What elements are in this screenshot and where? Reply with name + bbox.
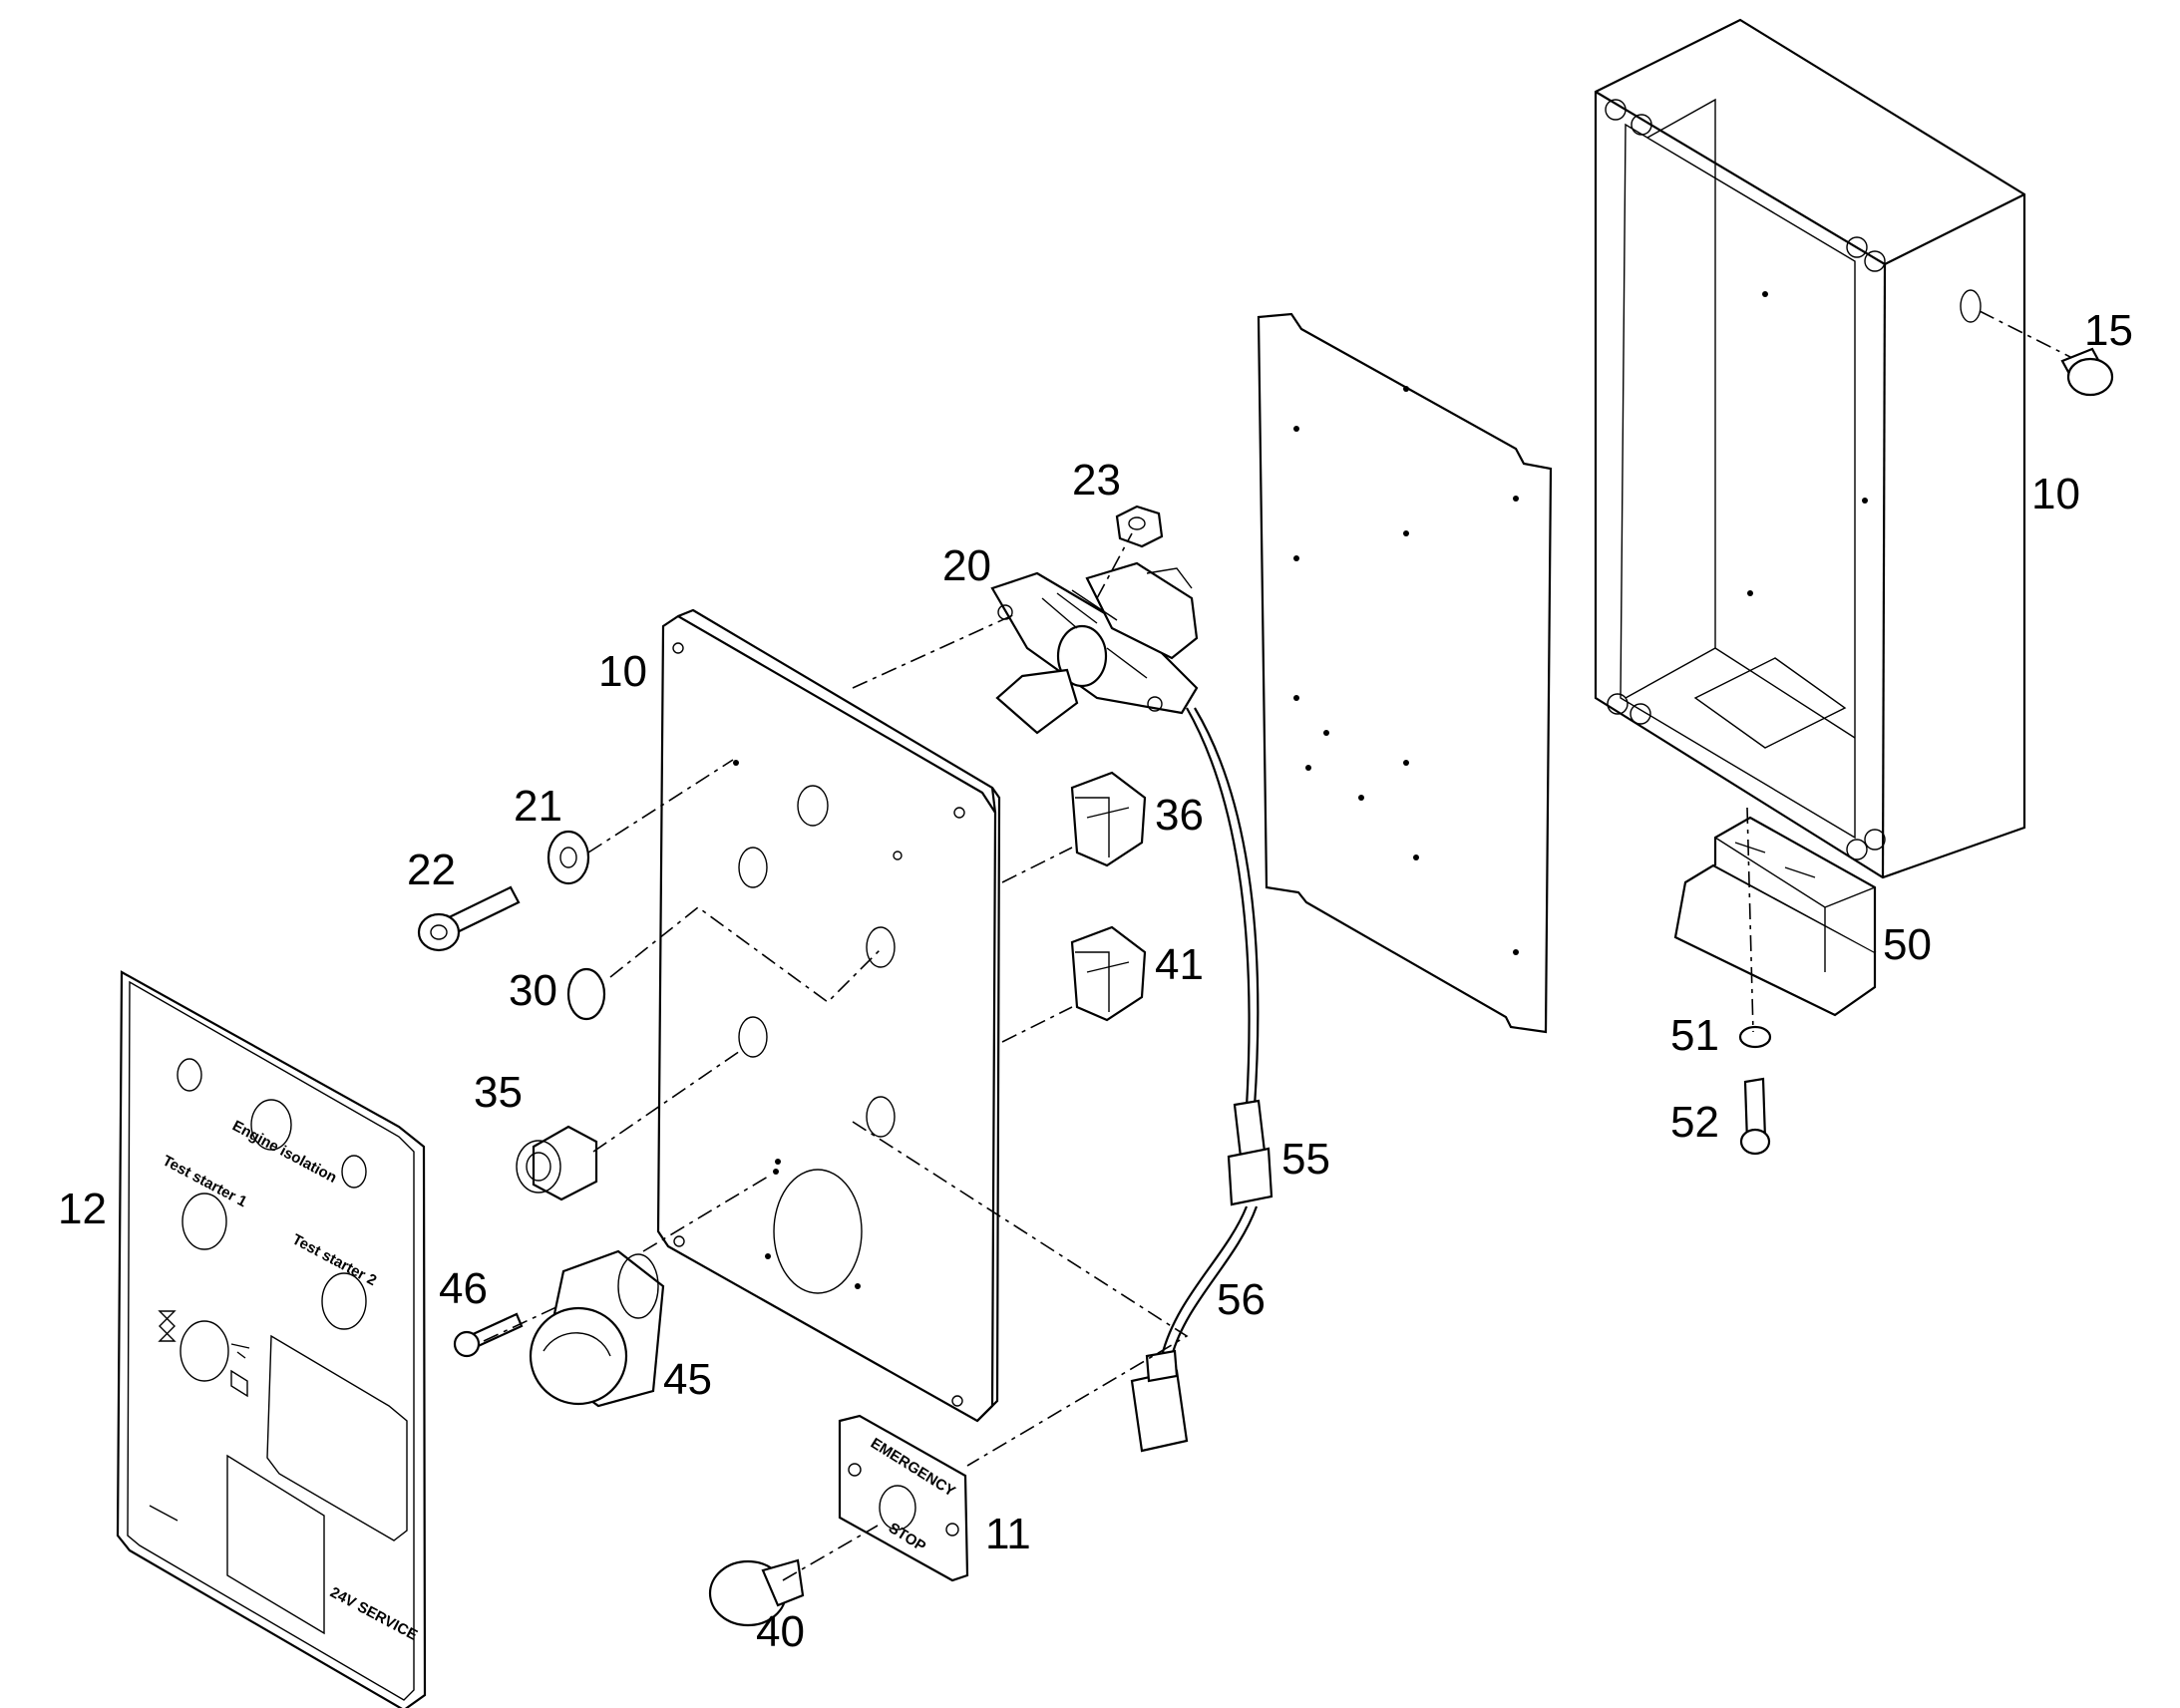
screw-46	[453, 1312, 524, 1358]
callout-51: 51	[1670, 1011, 1719, 1060]
callout-10-enclosure: 10	[2031, 470, 2080, 518]
front-panel	[656, 608, 1001, 1423]
push-button-40	[708, 1558, 805, 1627]
callout-36: 36	[1155, 791, 1204, 840]
socket-45	[529, 1249, 665, 1408]
assembly-lines	[483, 532, 1754, 1581]
callout-50: 50	[1883, 920, 1932, 969]
emergency-stop-plate: EMERGENCY STOP	[838, 1414, 969, 1582]
callout-15: 15	[2084, 306, 2133, 355]
relay-41	[1070, 925, 1147, 1022]
callout-35: 35	[474, 1068, 523, 1117]
callout-40: 40	[756, 1607, 805, 1656]
callout-20: 20	[942, 541, 991, 590]
callout-56: 56	[1217, 1275, 1266, 1324]
callout-10-front-panel: 10	[598, 647, 647, 696]
connector-50	[1673, 816, 1877, 1017]
washer-51	[1738, 1025, 1772, 1049]
callout-41: 41	[1155, 940, 1204, 989]
bushing-35	[516, 1125, 598, 1201]
callout-55: 55	[1281, 1135, 1330, 1184]
screw-22	[417, 885, 521, 952]
callout-21: 21	[514, 782, 562, 831]
callout-11: 11	[985, 1510, 1031, 1558]
enclosure-box	[1594, 18, 2026, 879]
callout-22: 22	[407, 846, 456, 894]
plug	[2060, 347, 2114, 397]
callout-30: 30	[509, 966, 557, 1015]
cable-assembly	[1130, 707, 1273, 1453]
callout-46: 46	[439, 1264, 488, 1313]
callout-52: 52	[1670, 1098, 1719, 1147]
callout-23: 23	[1072, 456, 1121, 505]
isolator-switch	[990, 561, 1199, 735]
callout-12: 12	[58, 1185, 107, 1233]
callout-numbers: 10 10 11 12 15 20 21 22 23 30 35 36 40 4…	[58, 306, 2133, 1656]
mounting-plate	[1257, 312, 1553, 1034]
callout-45: 45	[663, 1355, 712, 1404]
label-plate: Engine isolation Test starter 1 Test sta…	[116, 970, 427, 1708]
relay-36	[1070, 771, 1147, 867]
screw-52	[1739, 1077, 1771, 1156]
washer-21	[546, 830, 590, 885]
nut	[1115, 505, 1164, 548]
o-ring-30	[566, 967, 606, 1021]
